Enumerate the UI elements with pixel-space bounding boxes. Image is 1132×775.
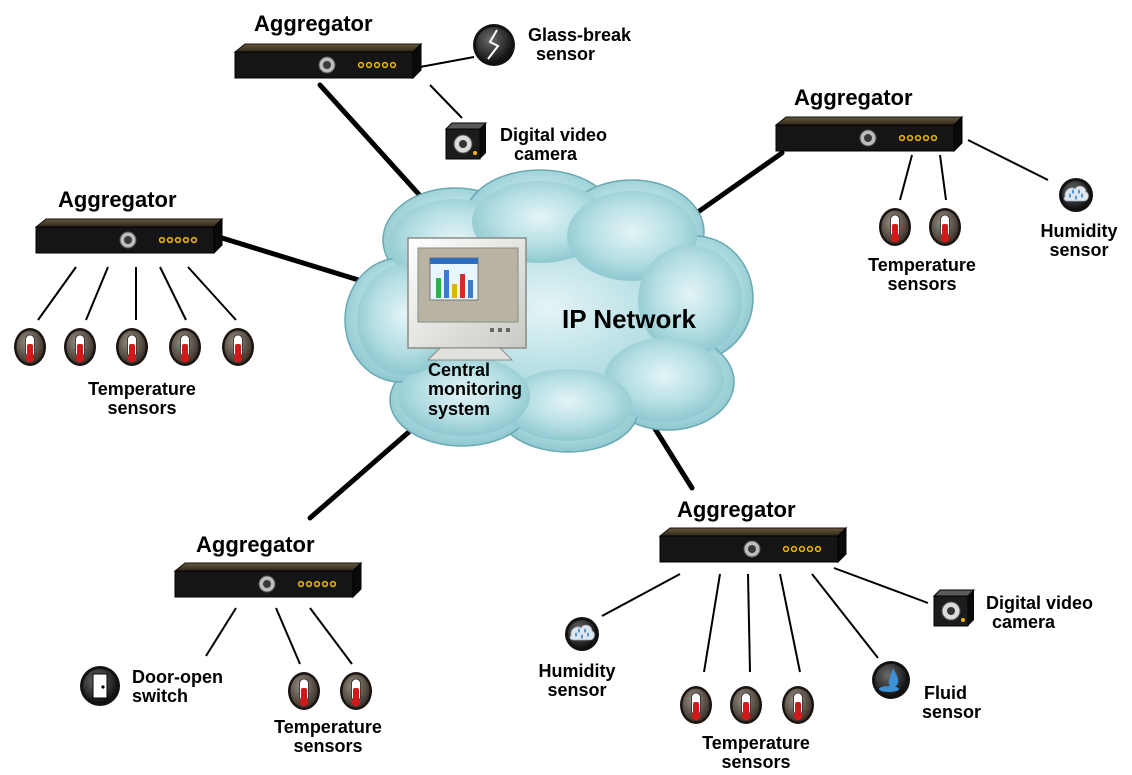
glass-break-label-line1: Glass-break <box>528 25 632 45</box>
humidity-label-bottom-right-line1: Humidity <box>538 661 616 681</box>
camera-label-top-line1: Digital video <box>500 125 608 145</box>
network-links <box>219 82 785 521</box>
camera-label-bottom-right-line1: Digital video <box>986 593 1094 613</box>
humidity-icon <box>564 616 600 652</box>
thermometer-icon <box>729 685 763 725</box>
link-bottom-left-aggregator <box>307 421 421 521</box>
aggregator-label-bottom-right: Aggregator <box>677 497 796 522</box>
thermometer-icon <box>928 207 962 247</box>
temperature-label-bottom-left: Temperature sensors <box>258 717 398 757</box>
fluid-sensor-label-line1: Fluid <box>924 683 967 703</box>
glass-break-icon <box>473 24 515 66</box>
network-label: IP Network <box>562 304 696 334</box>
right-aggregator-cluster <box>775 116 1094 247</box>
thermometer-icon <box>781 685 815 725</box>
camera-label-top-line2: camera <box>514 144 578 165</box>
aggregator-device-icon <box>174 562 362 598</box>
aggregator-device-icon <box>35 218 223 254</box>
camera-label-bottom-right: Digital video camera <box>986 593 1094 633</box>
temperature-label-bottom-left-line1: Temperature <box>274 717 382 737</box>
aggregator-device-icon <box>234 43 422 79</box>
glass-break-label: Glass-break sensor <box>528 25 632 65</box>
humidity-label-right-line2: sensor <box>1049 240 1109 261</box>
fluid-icon <box>872 661 910 699</box>
link-left-aggregator <box>219 235 368 285</box>
camera-label-top: Digital video camera <box>500 125 608 165</box>
temperature-label-right-line2: sensors <box>887 274 957 295</box>
humidity-label-bottom-right-line2: sensor <box>547 680 607 701</box>
humidity-label-right: Humidity sensor <box>1034 221 1124 261</box>
temperature-label-bottom-right-line1: Temperature <box>702 733 810 753</box>
temperature-label-bottom-left-line2: sensors <box>293 736 363 757</box>
aggregator-label-left: Aggregator <box>58 187 177 212</box>
thermometer-icon <box>287 671 321 711</box>
temperature-label-bottom-right: Temperature sensors <box>686 733 826 773</box>
door-switch-label: Door-open switch <box>132 667 223 707</box>
humidity-icon <box>1058 177 1094 213</box>
door-switch-label-line2: switch <box>132 686 189 707</box>
temperature-label-left: Temperature sensors <box>72 379 212 419</box>
camera-label-bottom-right-line2: camera <box>992 612 1056 633</box>
central-system-label: Central monitoring system <box>428 360 522 419</box>
temperature-label-bottom-right-line2: sensors <box>721 752 791 773</box>
video-camera-icon <box>933 589 975 627</box>
fluid-sensor-label: Fluid sensor <box>922 683 982 723</box>
temperature-label-left-line2: sensors <box>107 398 177 419</box>
central-label-line1: Central <box>428 360 491 380</box>
door-switch-label-line1: Door-open <box>132 667 223 687</box>
temperature-label-left-line1: Temperature <box>88 379 196 399</box>
temperature-label-right-line1: Temperature <box>868 255 976 275</box>
thermometer-icon <box>339 671 373 711</box>
central-label-line2: monitoring <box>428 379 522 400</box>
top-aggregator-cluster <box>234 24 515 160</box>
bottom-left-aggregator-cluster <box>80 562 373 711</box>
thermometer-icon <box>878 207 912 247</box>
glass-break-label-line2: sensor <box>536 44 596 65</box>
humidity-label-right-line1: Humidity <box>1040 221 1118 241</box>
thermometer-icon <box>63 327 97 367</box>
bottom-right-aggregator-cluster <box>564 527 975 725</box>
thermometer-icon <box>679 685 713 725</box>
aggregator-device-icon <box>659 527 847 563</box>
fluid-sensor-label-line2: sensor <box>922 702 982 723</box>
humidity-label-bottom-right: Humidity sensor <box>527 661 627 701</box>
aggregator-label-right: Aggregator <box>794 85 913 110</box>
thermometer-icon <box>115 327 149 367</box>
thermometer-icon <box>13 327 47 367</box>
video-camera-icon <box>445 122 487 160</box>
link-right-aggregator <box>695 150 785 215</box>
thermometer-icon <box>168 327 202 367</box>
aggregator-device-icon <box>775 116 963 152</box>
aggregator-label-top: Aggregator <box>254 11 373 36</box>
central-label-line3: system <box>428 398 491 419</box>
left-aggregator-cluster <box>13 218 255 367</box>
thermometer-icon <box>221 327 255 367</box>
link-bottom-right-aggregator <box>649 421 695 491</box>
link-top-aggregator <box>317 82 436 213</box>
monitor-icon <box>407 237 527 361</box>
aggregator-label-bottom-left: Aggregator <box>196 532 315 557</box>
temperature-label-right: Temperature sensors <box>852 255 992 295</box>
door-icon <box>80 666 120 706</box>
